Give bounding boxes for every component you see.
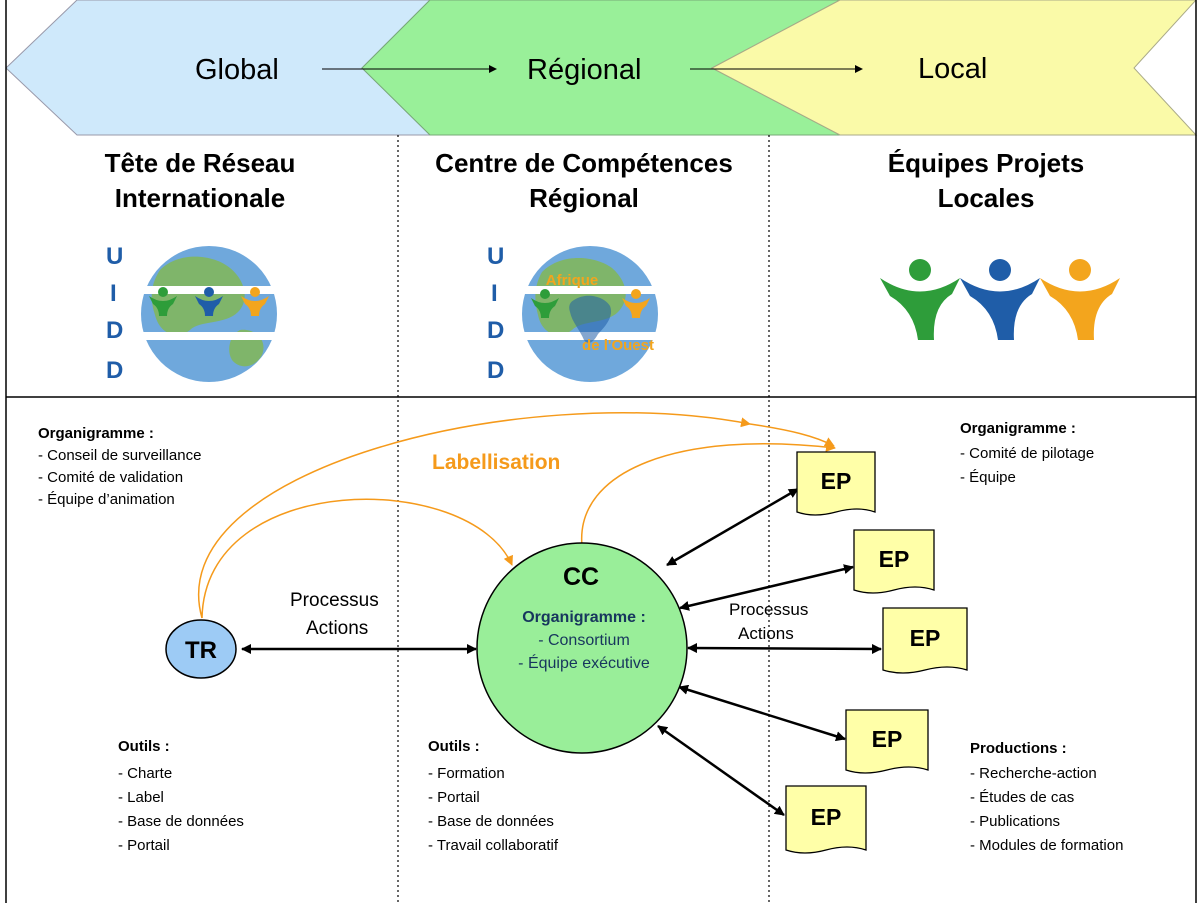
ep-org-item: - Équipe: [960, 469, 1016, 486]
tr-tools-title: Outils :: [118, 738, 170, 755]
svg-text:I: I: [491, 280, 498, 307]
cc-title-line1: Centre de Compétences: [435, 148, 733, 178]
labellisation-edges: [198, 412, 836, 619]
banner: Global Régional Local: [5, 0, 1198, 136]
ep-org-item: - Comité de pilotage: [960, 445, 1094, 462]
local-band: [710, 0, 1198, 136]
tr-cc-label-processus: Processus: [290, 590, 379, 611]
edge-cc-ep4: [678, 684, 846, 742]
cc-org-item: - Équipe exécutive: [518, 653, 650, 672]
ep-productions: Productions : - Recherche-action - Étude…: [970, 740, 1123, 854]
tr-title-line2: Internationale: [115, 183, 285, 213]
uidd-regional-logo: U I D D Afrique de l'Ouest: [487, 243, 672, 384]
svg-text:D: D: [106, 357, 123, 384]
svg-text:EP: EP: [879, 546, 910, 572]
svg-text:U: U: [106, 243, 123, 270]
svg-text:EP: EP: [821, 468, 852, 494]
ep-node: EP: [845, 709, 929, 774]
cc-tools-item: - Travail collaboratif: [428, 837, 559, 854]
svg-text:EP: EP: [811, 804, 842, 830]
tr-org-title: Organigramme :: [38, 425, 154, 442]
ep-title-line1: Équipes Projets: [888, 148, 1085, 178]
tr-tools: Outils : - Charte - Label - Base de donn…: [118, 738, 244, 854]
local-teams-logo: [880, 259, 1120, 340]
ep-title-line2: Locales: [938, 183, 1035, 213]
cc-node: CC Organigramme : - Consortium - Équipe …: [476, 542, 688, 754]
ep-prod-item: - Recherche-action: [970, 765, 1097, 782]
tr-org-item: - Conseil de surveillance: [38, 447, 201, 464]
afrique-text: Afrique: [546, 272, 599, 289]
ep-prod-title: Productions :: [970, 740, 1067, 757]
ep-node: EP: [882, 607, 968, 674]
cc-title-line2: Régional: [529, 183, 639, 213]
labellisation-ep-continue: [749, 423, 835, 447]
cc-org-item: - Consortium: [538, 632, 630, 649]
ep-org-title: Organigramme :: [960, 420, 1076, 437]
tr-tools-item: - Base de données: [118, 813, 244, 830]
cc-tools-item: - Formation: [428, 765, 505, 782]
cc-tools-title: Outils :: [428, 738, 480, 755]
tr-node-label: TR: [185, 637, 217, 664]
ep-organigramme: Organigramme : - Comité de pilotage - Éq…: [960, 420, 1094, 486]
cc-org-title: Organigramme :: [522, 609, 646, 626]
tr-organigramme: Organigramme : - Conseil de surveillance…: [38, 425, 201, 508]
ouest-text: de l'Ouest: [582, 337, 654, 354]
svg-text:EP: EP: [872, 726, 903, 752]
tr-title-line1: Tête de Réseau: [105, 148, 296, 178]
edge-cc-ep1: [666, 487, 799, 567]
process-edges: [241, 487, 882, 817]
edge-cc-ep2: [679, 564, 854, 611]
tr-node: TR: [165, 619, 237, 679]
global-label: Global: [195, 54, 279, 86]
tr-org-item: - Équipe d’animation: [38, 491, 175, 508]
cc-tools-item: - Base de données: [428, 813, 554, 830]
ep-node: EP: [796, 451, 876, 516]
labellisation-cc-to-ep: [581, 441, 836, 547]
cc-ep-label-actions: Actions: [738, 624, 794, 643]
ep-prod-item: - Études de cas: [970, 789, 1074, 806]
column-titles: Tête de Réseau Internationale Centre de …: [105, 148, 1085, 213]
local-label: Local: [918, 53, 987, 85]
svg-text:EP: EP: [910, 625, 941, 651]
ep-prod-item: - Publications: [970, 813, 1060, 830]
regional-label: Régional: [527, 54, 641, 86]
labellisation-tr-to-cc: [201, 498, 513, 619]
ep-prod-item: - Modules de formation: [970, 837, 1123, 854]
cc-tools: Outils : - Formation - Portail - Base de…: [428, 738, 559, 854]
ep-node: EP: [785, 785, 867, 854]
labellisation-tr-to-ep: [198, 412, 751, 619]
svg-text:I: I: [110, 280, 117, 307]
tr-tools-item: - Portail: [118, 837, 170, 854]
edge-cc-ep3: [687, 643, 882, 654]
svg-text:D: D: [487, 317, 504, 344]
uidd-global-logo: U I D D: [106, 243, 290, 384]
cc-node-label: CC: [563, 563, 599, 591]
svg-text:D: D: [106, 317, 123, 344]
edge-cc-ep5: [657, 724, 785, 817]
tr-tools-item: - Label: [118, 789, 164, 806]
tr-tools-item: - Charte: [118, 765, 172, 782]
labellisation-label: Labellisation: [432, 451, 560, 474]
tr-cc-label-actions: Actions: [306, 618, 368, 639]
svg-text:U: U: [487, 243, 504, 270]
cc-ep-label-processus: Processus: [729, 600, 808, 619]
ep-node: EP: [853, 529, 935, 594]
tr-org-item: - Comité de validation: [38, 469, 183, 486]
cc-tools-item: - Portail: [428, 789, 480, 806]
svg-text:D: D: [487, 357, 504, 384]
